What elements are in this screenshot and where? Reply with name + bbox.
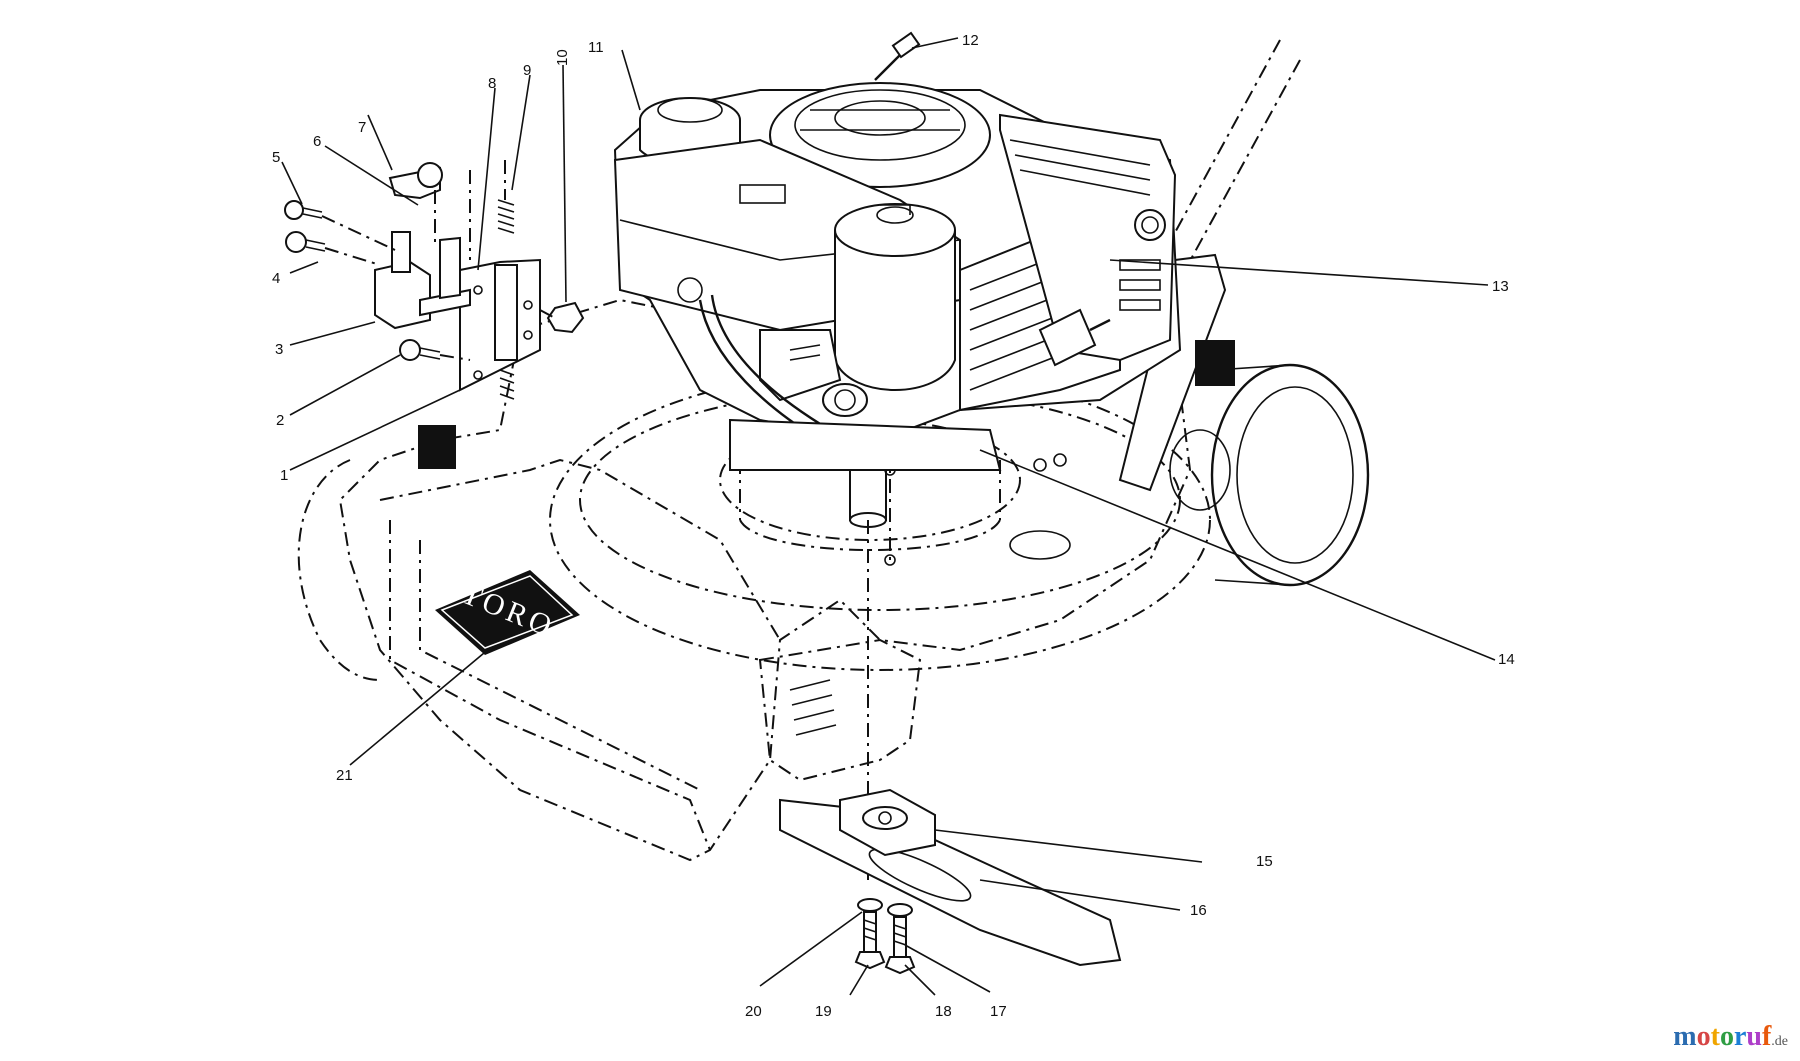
callout-18: 18 bbox=[935, 1003, 952, 1020]
callout-15: 15 bbox=[1256, 853, 1273, 870]
callout-2: 2 bbox=[276, 412, 284, 429]
watermark-logo: motoruf.de bbox=[1673, 1021, 1788, 1053]
leader-lines bbox=[281, 37, 1496, 996]
callouts: 1 2 3 4 5 6 7 8 9 10 11 12 13 14 15 16 1… bbox=[272, 32, 1515, 1020]
watermark-letter: m bbox=[1673, 1021, 1697, 1052]
callout-9: 9 bbox=[523, 62, 531, 79]
callout-11: 11 bbox=[588, 39, 604, 56]
watermark-letter: o bbox=[1696, 1021, 1711, 1052]
callout-12: 12 bbox=[962, 32, 979, 49]
brand-plate: TORO bbox=[435, 570, 580, 655]
callout-10: 10 bbox=[554, 49, 571, 66]
watermark-letter: t bbox=[1710, 1021, 1720, 1052]
callout-19: 19 bbox=[815, 1003, 832, 1020]
handle bbox=[418, 39, 1301, 492]
callout-5: 5 bbox=[272, 149, 280, 166]
callout-1: 1 bbox=[280, 467, 288, 484]
watermark-letter: o bbox=[1719, 1021, 1734, 1052]
watermark-text: motoruf bbox=[1673, 1021, 1771, 1052]
watermark-letter: u bbox=[1746, 1021, 1762, 1052]
callout-13: 13 bbox=[1492, 278, 1509, 295]
callout-4: 4 bbox=[272, 270, 280, 287]
callout-21: 21 bbox=[336, 767, 353, 784]
callout-8: 8 bbox=[488, 75, 496, 92]
rear-wheel bbox=[1169, 363, 1370, 587]
screw bbox=[284, 200, 441, 361]
callout-16: 16 bbox=[1190, 902, 1207, 919]
throttle-bracket-assembly bbox=[284, 160, 585, 400]
callout-14: 14 bbox=[1498, 651, 1515, 668]
engine bbox=[613, 31, 1182, 471]
callout-17: 17 bbox=[990, 1003, 1007, 1020]
callout-7: 7 bbox=[358, 119, 366, 136]
callout-20: 20 bbox=[745, 1003, 762, 1020]
watermark-letter: r bbox=[1733, 1021, 1747, 1052]
watermark-letter: f bbox=[1761, 1021, 1772, 1052]
watermark-suffix: .de bbox=[1771, 1034, 1788, 1049]
callout-3: 3 bbox=[275, 341, 283, 358]
blade-assembly bbox=[779, 788, 1122, 975]
callout-6: 6 bbox=[313, 133, 321, 150]
mower-deck bbox=[297, 298, 1211, 880]
